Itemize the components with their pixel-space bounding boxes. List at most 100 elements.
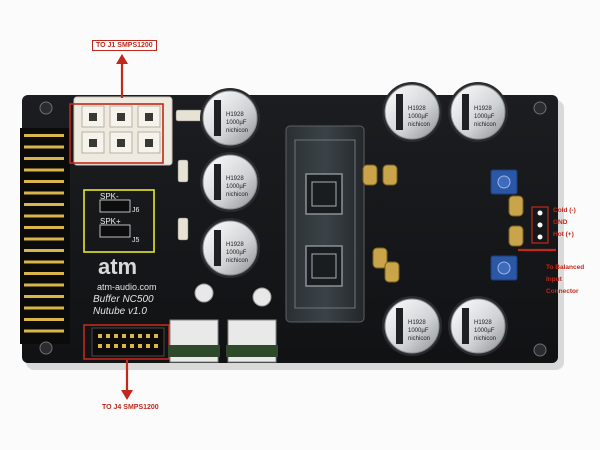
j4-pin xyxy=(138,334,142,338)
j4-pin xyxy=(114,334,118,338)
j4-pin xyxy=(106,344,110,348)
j4-pin xyxy=(154,344,158,348)
header-pin xyxy=(24,134,64,137)
product-label: Buffer NC500 xyxy=(93,294,154,305)
gnd-label: GND xyxy=(553,219,568,226)
left-pin-header xyxy=(20,128,70,344)
j4-pin xyxy=(146,334,150,338)
j4-pin xyxy=(114,344,118,348)
electrolytic-capacitor: H1928 1000µF nichicon xyxy=(382,296,442,356)
j4-pin xyxy=(154,334,158,338)
balanced-line-1: To Balanced xyxy=(546,264,585,271)
capacitor-marking: nichicon xyxy=(226,128,248,134)
capacitor-marking: nichicon xyxy=(226,258,248,264)
io-pin-labels: Cold (-) GND Hot (+) xyxy=(553,205,576,241)
j4-pin xyxy=(146,344,150,348)
small-capacitor xyxy=(508,225,524,247)
small-capacitor xyxy=(382,164,398,186)
capacitor-marking: nichicon xyxy=(474,122,496,128)
spk-connector xyxy=(99,199,131,238)
nutube xyxy=(285,125,365,323)
j1-highlight-box xyxy=(69,103,164,164)
trim-cap xyxy=(194,283,214,303)
j1-callout-label: TO J1 SMPS1200 xyxy=(92,40,157,51)
mounting-hole xyxy=(533,101,547,115)
website-label: atm-audio.com xyxy=(97,282,157,292)
hot-label: Hot (+) xyxy=(553,231,574,238)
j1-pin-socket xyxy=(89,113,97,121)
spk-highlight-box xyxy=(83,189,155,253)
mounting-hole xyxy=(39,341,53,355)
header-pin xyxy=(24,283,64,287)
electrolytic-capacitor: H1928 1000µF nichicon xyxy=(200,218,260,278)
capacitor-marking: nichicon xyxy=(474,336,496,342)
small-capacitor xyxy=(362,164,378,186)
header-pin xyxy=(24,168,64,172)
electrolytic-capacitor: H1928 1000µF nichicon xyxy=(200,152,260,212)
capacitor-marking: 1000µF xyxy=(226,250,247,256)
j4-pin xyxy=(106,334,110,338)
capacitor-marking: 1000µF xyxy=(408,114,429,120)
header-pin xyxy=(24,203,64,206)
capacitor-marking: H1928 xyxy=(408,106,426,112)
header-pin xyxy=(24,157,64,160)
header-pin xyxy=(24,214,64,218)
j4-pin xyxy=(98,344,102,348)
header-pin xyxy=(24,272,64,275)
j4-pin xyxy=(130,334,134,338)
j4-pin xyxy=(130,344,134,348)
j1-power-connector xyxy=(73,96,173,166)
header-pin xyxy=(24,260,64,264)
capacitor-marking: nichicon xyxy=(408,122,430,128)
capacitor-marking: H1928 xyxy=(226,112,244,118)
blue-trim-pots xyxy=(490,169,518,281)
brand-logo: atm xyxy=(98,254,137,279)
trim-cap xyxy=(252,287,272,307)
capacitor-marking: H1928 xyxy=(474,106,492,112)
j4-pin xyxy=(138,344,142,348)
header-pin xyxy=(24,295,64,298)
small-capacitor xyxy=(508,195,524,217)
capacitor-marking: H1928 xyxy=(226,242,244,248)
version-label: Nutube v1.0 xyxy=(93,306,147,317)
capacitor-marking: H1928 xyxy=(226,176,244,182)
header-pin xyxy=(24,180,64,183)
spk-minus-label: SPK- xyxy=(100,192,119,201)
capacitor-marking: 1000µF xyxy=(408,328,429,334)
capacitor-marking: nichicon xyxy=(408,336,430,342)
header-pin xyxy=(24,329,64,333)
capacitor-marking: 1000µF xyxy=(226,184,247,190)
j5-label: J5 xyxy=(132,237,140,244)
cold-label: Cold (-) xyxy=(553,207,576,214)
capacitor-marking: H1928 xyxy=(474,320,492,326)
j4-pin xyxy=(122,334,126,338)
balanced-line-2: Input xyxy=(546,276,562,283)
header-pin xyxy=(24,226,64,229)
j1-pin-socket xyxy=(89,139,97,147)
header-pin xyxy=(24,318,64,321)
spk-plus-label: SPK+ xyxy=(100,217,121,226)
callout-arrows xyxy=(116,54,556,400)
j4-highlight-box xyxy=(83,324,170,360)
j1-pin-socket xyxy=(145,113,153,121)
j1-pin-socket xyxy=(117,113,125,121)
small-capacitor xyxy=(372,247,388,269)
j4-pin xyxy=(98,334,102,338)
header-pin xyxy=(24,145,64,149)
small-components xyxy=(175,109,203,241)
header-pin xyxy=(24,237,64,241)
j6-label: J6 xyxy=(132,207,140,214)
capacitor-marking: 1000µF xyxy=(226,120,247,126)
mounting-hole xyxy=(39,101,53,115)
j1-pin-socket xyxy=(145,139,153,147)
capacitor-marking: nichicon xyxy=(226,192,248,198)
capacitor-marking: H1928 xyxy=(408,320,426,326)
electrolytic-capacitor: H1928 1000µF nichicon xyxy=(200,88,260,148)
header-pin xyxy=(24,249,64,252)
balanced-line-3: Connector xyxy=(546,288,579,295)
j4-ribbon-header xyxy=(91,327,165,357)
header-pin xyxy=(24,191,64,195)
mounting-hole xyxy=(533,343,547,357)
